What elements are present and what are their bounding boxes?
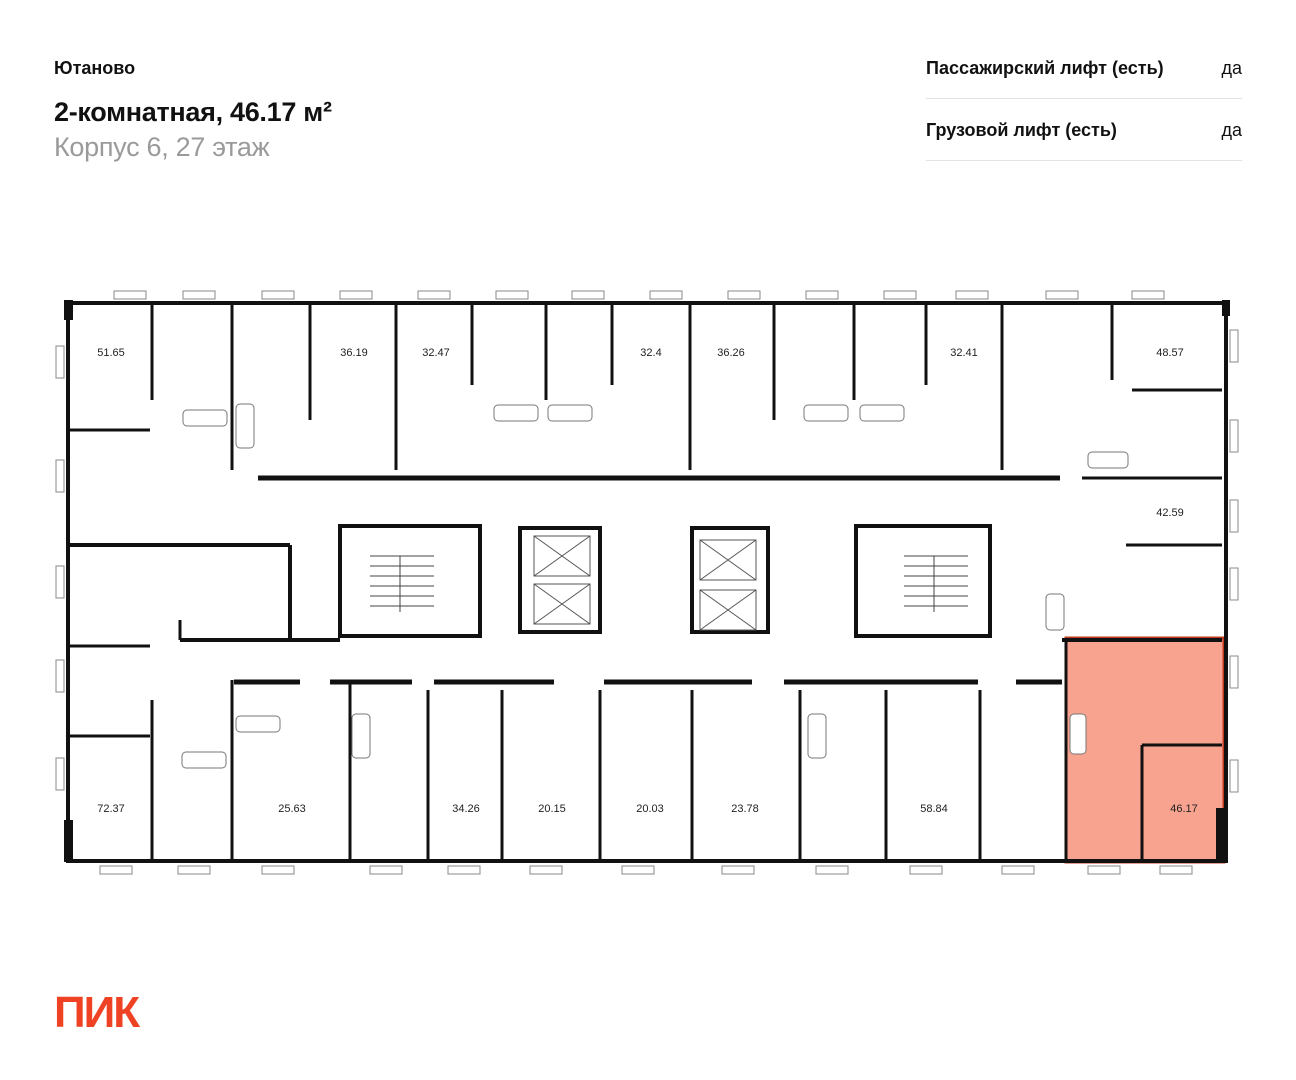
room-area-label: 20.03 [636,803,664,815]
outer-walls [66,301,1228,863]
spec-divider [926,160,1242,161]
wall-corners [64,300,1230,862]
bathroom-fixtures [181,403,1129,769]
room-area-label: 46.17 [1170,803,1198,815]
windows-top [113,290,1165,300]
spec-value: да [1221,58,1242,78]
spec-passenger-lift: Пассажирский лифт (есть) да [926,58,1242,120]
room-area-label: 34.26 [452,803,480,815]
pik-logo: ПИК [54,988,140,1037]
room-area-label: 32.4 [640,347,661,359]
room-area-label: 58.84 [920,803,948,815]
room-area-label: 20.15 [538,803,566,815]
elevators [533,535,757,631]
room-area-label: 32.41 [950,347,978,359]
room-area-label: 51.65 [97,347,125,359]
spec-label: Грузовой лифт (есть) [926,120,1117,140]
windows-side [55,329,1239,793]
spec-value: да [1221,120,1242,140]
room-area-label: 36.26 [717,347,745,359]
interior-walls [68,303,1222,861]
page-subtitle: Корпус 6, 27 этаж [54,132,270,162]
room-area-label: 25.63 [278,803,306,815]
room-area-label: 48.57 [1156,347,1184,359]
windows-bottom [99,865,1193,875]
spec-divider [926,98,1242,99]
page-title: 2-комнатная, 46.17 м² [54,97,332,127]
room-area-label: 36.19 [340,347,368,359]
room-area-label: 42.59 [1156,507,1184,519]
stairs [370,555,968,612]
spec-freight-lift: Грузовой лифт (есть) да [926,120,1242,182]
room-area-label: 32.47 [422,347,450,359]
building-core [338,524,992,638]
room-area-label: 72.37 [97,803,125,815]
selected-apartment[interactable] [1064,636,1226,864]
project-name: Ютаново [54,58,136,78]
spec-label: Пассажирский лифт (есть) [926,58,1164,78]
room-area-label: 23.78 [731,803,759,815]
